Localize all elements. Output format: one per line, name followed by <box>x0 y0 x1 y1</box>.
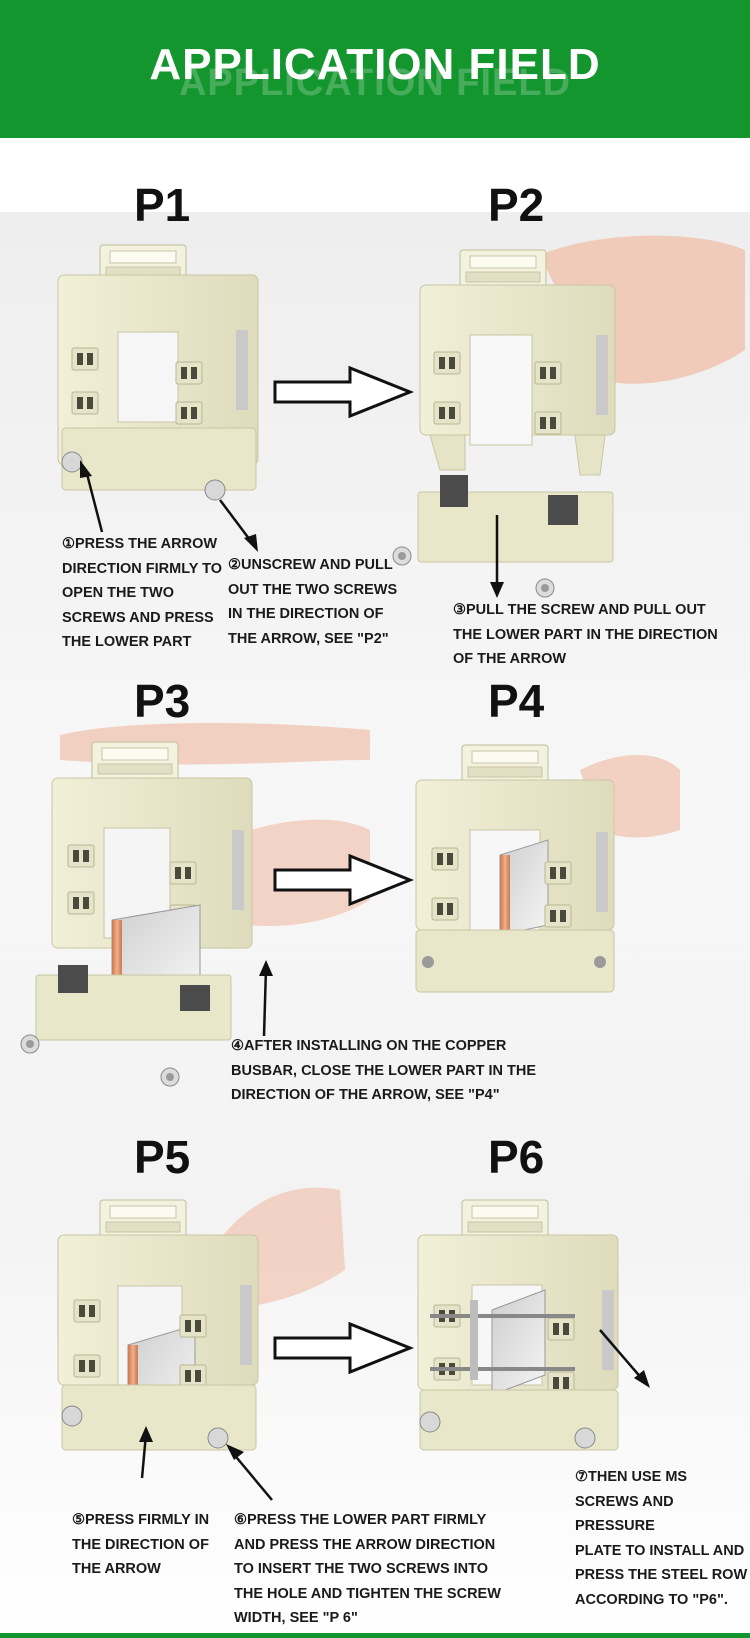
header-title: APPLICATION FIELD <box>149 40 601 89</box>
p4-device-image <box>415 744 680 993</box>
header-banner: APPLICATION FIELD APPLICATION FIELD <box>0 0 750 138</box>
panel-label-p2: P2 <box>488 179 545 231</box>
transition-arrow-3 <box>273 1321 415 1375</box>
panel-label-p6: P6 <box>488 1131 545 1183</box>
p3-device-image <box>20 723 370 1087</box>
step-4-caption: ④AFTER INSTALLING ON THE COPPER BUSBAR, … <box>231 1038 537 1103</box>
p6-device-image <box>417 1199 619 1451</box>
panel-label-p5: P5 <box>134 1131 191 1183</box>
step-6-caption: ⑥PRESS THE LOWER PART FIRMLY AND PRESS T… <box>234 1512 501 1626</box>
p5-device-image <box>57 1187 345 1451</box>
transition-arrow-2 <box>273 853 415 907</box>
step-3-caption: ③PULL THE SCREW AND PULL OUT THE LOWER P… <box>453 602 718 667</box>
p1-device-image <box>57 244 259 501</box>
panel-label-p4: P4 <box>488 675 545 727</box>
step-5-caption: ⑤PRESS FIRMLY IN THE DIRECTION OF THE AR… <box>72 1512 210 1577</box>
step-7-caption: ⑦THEN USE MS SCREWS AND PRESSURE PLATE T… <box>575 1469 748 1608</box>
panel-label-p1: P1 <box>134 179 191 231</box>
footer-accent-line <box>0 1633 750 1638</box>
header-title-reflection: APPLICATION FIELD <box>178 62 572 104</box>
step-2-caption: ②UNSCREW AND PULL OUT THE TWO SCREWS IN … <box>228 557 398 647</box>
p2-device-image <box>392 235 745 598</box>
pointer-arrows <box>80 460 650 1501</box>
transition-arrow-1 <box>273 365 415 419</box>
panel-label-p3: P3 <box>134 675 191 727</box>
step-1-caption: ①PRESS THE ARROW DIRECTION FIRMLY TO OPE… <box>62 536 223 650</box>
